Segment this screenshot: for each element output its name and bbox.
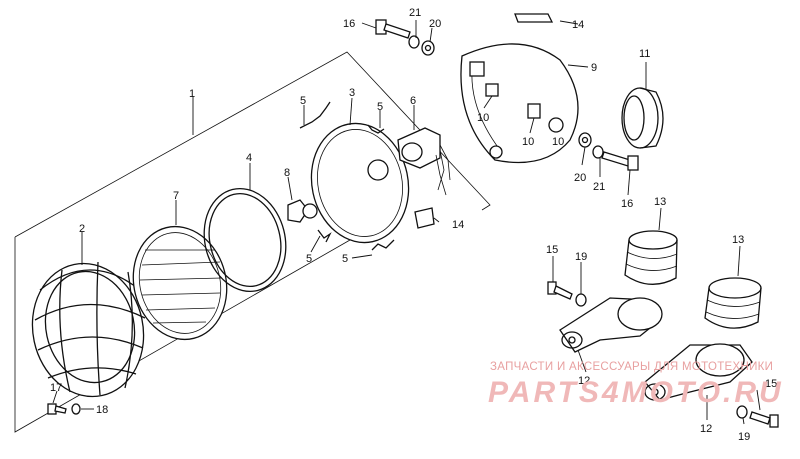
label-part-3: 3 [349,87,355,99]
bulb [287,199,318,223]
reflector-unit [310,122,410,244]
label-part-10b: 10 [522,136,534,148]
label-part-21a: 21 [409,7,421,19]
label-part-15a: 15 [546,244,558,256]
bolt-15-right [749,411,779,428]
bolt-15-left [547,281,573,300]
bracket-left [559,297,663,353]
tag-14-lower [414,207,435,229]
label-part-16a: 16 [343,18,355,30]
assembly-bracket [14,51,491,433]
label-part-14b: 14 [452,219,464,231]
label-part-5b: 5 [377,101,383,113]
screw-17 [47,403,67,415]
label-part-10c: 10 [552,136,564,148]
label-part-4: 4 [246,152,252,164]
label-part-10a: 10 [477,112,489,124]
label-part-12a: 12 [578,375,590,387]
label-part-19a: 19 [575,251,587,263]
label-part-5d: 5 [342,253,348,265]
label-part-2: 2 [79,223,85,235]
headlight-lens [132,225,228,341]
headlight-shell [460,43,579,164]
bolt-upper [375,19,435,56]
grommet [621,87,664,149]
retaining-clips [299,101,395,251]
label-part-11: 11 [639,48,650,60]
label-part-15b: 15 [765,378,777,390]
label-part-16b: 16 [621,198,633,210]
label-part-20b: 20 [574,172,586,184]
headlight-rim [203,187,287,293]
label-part-18: 18 [96,404,108,416]
label-part-5a: 5 [300,95,306,107]
label-part-14a: 14 [572,19,584,31]
washer-18 [71,403,81,415]
label-part-1: 1 [189,88,195,100]
part-labels: 1 2 7 4 8 3 5 5 6 5 5 14 16 21 20 14 9 1… [50,7,777,443]
label-part-7: 7 [173,190,179,202]
bulb-socket [397,127,451,196]
label-part-9: 9 [591,62,597,74]
label-part-6: 6 [410,95,416,107]
headlight-guard [31,261,146,398]
bolt-lower [578,132,639,171]
label-part-17: 17 [50,382,62,394]
watermark-logo: PARTS4MOTO.RU [488,376,784,409]
tag-14-upper [514,13,554,23]
bracket-right [644,343,753,401]
bushing-upper [624,230,678,285]
bushing-lower [704,277,762,329]
label-part-8: 8 [284,167,290,179]
callout-lines [52,20,761,425]
label-part-20a: 20 [429,18,441,30]
washer-19-right [736,405,748,419]
watermark: ЗАПЧАСТИ И АКСЕССУАРЫ ДЛЯ МОТОТЕХНИКИ PA… [488,361,784,409]
watermark-tagline: ЗАПЧАСТИ И АКСЕССУАРЫ ДЛЯ МОТОТЕХНИКИ [490,361,773,373]
label-part-12b: 12 [700,423,712,435]
label-part-13a: 13 [654,196,666,208]
washer-19-left [575,293,587,307]
label-part-21b: 21 [593,181,605,193]
label-part-13b: 13 [732,234,744,246]
label-part-19b: 19 [738,431,750,443]
label-part-5c: 5 [306,253,312,265]
